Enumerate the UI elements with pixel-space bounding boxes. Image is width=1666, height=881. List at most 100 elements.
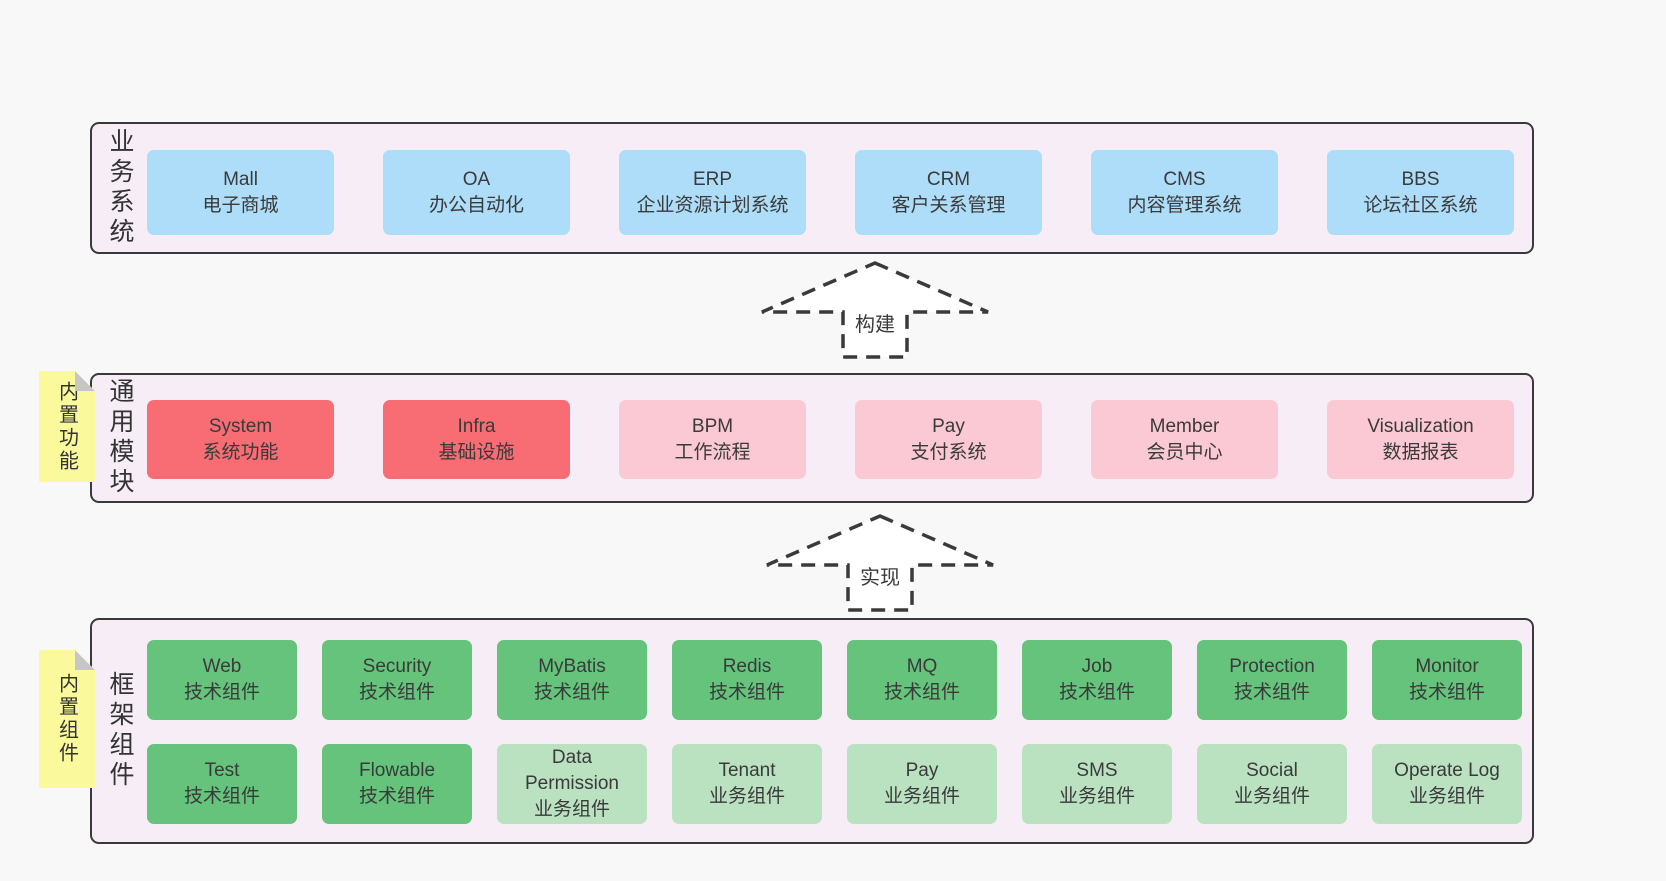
node-title: Infra xyxy=(457,415,496,437)
node-title: System xyxy=(208,415,273,437)
node-subtitle: 业务组件 xyxy=(708,786,785,807)
node-subtitle: 工作流程 xyxy=(674,441,751,463)
node-subtitle: 电子商城 xyxy=(202,194,279,216)
node-title: Test xyxy=(204,760,240,781)
node-subtitle: 技术组件 xyxy=(1408,682,1485,703)
diagram-node-visualization: Visualization 数据报表 xyxy=(1327,400,1514,479)
diagram-node-flowable: Flowable 技术组件 xyxy=(322,744,472,824)
diagram-node-security: Security 技术组件 xyxy=(322,640,472,720)
node-subtitle: 技术组件 xyxy=(183,682,260,703)
node-title: Data Permission xyxy=(525,747,619,794)
implement-arrow-label: 实现 xyxy=(860,566,900,589)
build-arrow-label: 构建 xyxy=(855,313,895,336)
node-title: Security xyxy=(362,656,432,677)
node-subtitle: 技术组件 xyxy=(533,682,610,703)
diagram-node-social: Social 业务组件 xyxy=(1197,744,1347,824)
node-subtitle: 业务组件 xyxy=(1408,786,1485,807)
node-title: MQ xyxy=(906,656,938,677)
diagram-node-mq: MQ 技术组件 xyxy=(847,640,997,720)
node-title: CRM xyxy=(926,168,971,190)
node-subtitle: 论坛社区系统 xyxy=(1363,194,1478,216)
diagram-node-web: Web 技术组件 xyxy=(147,640,297,720)
diagram-node-infra: Infra 基础设施 xyxy=(383,400,570,479)
node-title: Pay xyxy=(932,415,965,437)
diagram-node-member: Member 会员中心 xyxy=(1091,400,1278,479)
diagram-node-pay: Pay 业务组件 xyxy=(847,744,997,824)
node-subtitle: 技术组件 xyxy=(1058,682,1135,703)
node-subtitle: 数据报表 xyxy=(1382,441,1459,463)
node-title: Flowable xyxy=(358,760,436,781)
node-title: Social xyxy=(1246,760,1298,781)
node-title: Web xyxy=(202,656,242,677)
node-subtitle: 业务组件 xyxy=(1058,786,1135,807)
node-title: CMS xyxy=(1163,168,1206,190)
node-subtitle: 业务组件 xyxy=(533,799,610,820)
sticky-note-built-in-functions: 内置功能 xyxy=(39,371,95,482)
diagram-node-test: Test 技术组件 xyxy=(147,744,297,824)
node-subtitle: 内容管理系统 xyxy=(1127,194,1242,216)
node-title: Member xyxy=(1149,415,1220,437)
node-title: Pay xyxy=(905,760,939,781)
node-subtitle: 业务组件 xyxy=(1233,786,1310,807)
diagram-node-tenant: Tenant 业务组件 xyxy=(672,744,822,824)
sticky-note-built-in-components: 内置组件 xyxy=(39,650,95,788)
band-components-label: 框架组件 xyxy=(106,671,134,791)
node-title: Redis xyxy=(722,656,772,677)
business-systems-row: Mall 电子商城 OA 办公自动化 ERP 企业资源计划系统 CRM 客户关系管理 CMS 内容… xyxy=(147,150,1514,235)
node-subtitle: 技术组件 xyxy=(358,786,435,807)
node-title: MyBatis xyxy=(538,656,606,677)
diagram-node-protection: Protection 技术组件 xyxy=(1197,640,1347,720)
node-title: SMS xyxy=(1076,760,1118,781)
sticky-note-label: 内置功能 xyxy=(55,380,78,473)
diagram-node-redis: Redis 技术组件 xyxy=(672,640,822,720)
node-subtitle: 客户关系管理 xyxy=(891,194,1006,216)
diagram-node-monitor: Monitor 技术组件 xyxy=(1372,640,1522,720)
node-subtitle: 支付系统 xyxy=(910,441,987,463)
diagram-node-operate-log: Operate Log 业务组件 xyxy=(1372,744,1522,824)
node-title: ERP xyxy=(692,168,733,190)
diagram-node-mybatis: MyBatis 技术组件 xyxy=(497,640,647,720)
diagram-node-cms: CMS 内容管理系统 xyxy=(1091,150,1278,235)
diagram-node-pay: Pay 支付系统 xyxy=(855,400,1042,479)
node-title: Tenant xyxy=(718,760,776,781)
build-arrow-icon: 构建 xyxy=(761,261,989,359)
node-subtitle: 技术组件 xyxy=(708,682,785,703)
node-title: Operate Log xyxy=(1394,760,1500,781)
diagram-node-crm: CRM 客户关系管理 xyxy=(855,150,1042,235)
sticky-note-label: 内置组件 xyxy=(55,673,78,765)
node-subtitle: 技术组件 xyxy=(183,786,260,807)
node-title: Protection xyxy=(1229,656,1315,677)
diagram-node-erp: ERP 企业资源计划系统 xyxy=(619,150,806,235)
diagram-node-bbs: BBS 论坛社区系统 xyxy=(1327,150,1514,235)
diagram-node-sms: SMS 业务组件 xyxy=(1022,744,1172,824)
node-title: Job xyxy=(1081,656,1113,677)
node-subtitle: 技术组件 xyxy=(1233,682,1310,703)
node-subtitle: 办公自动化 xyxy=(428,194,524,216)
diagram-node-mall: Mall 电子商城 xyxy=(147,150,334,235)
node-subtitle: 企业资源计划系统 xyxy=(636,194,789,216)
node-subtitle: 基础设施 xyxy=(438,441,515,463)
diagram-node-oa: OA 办公自动化 xyxy=(383,150,570,235)
node-subtitle: 会员中心 xyxy=(1146,441,1223,463)
node-subtitle: 业务组件 xyxy=(883,786,960,807)
diagram-node-data-permission: Data Permission 业务组件 xyxy=(497,744,647,824)
node-title: Monitor xyxy=(1415,656,1479,677)
node-title: Visualization xyxy=(1367,415,1474,437)
band-business-label: 业务系统 xyxy=(106,128,134,248)
node-title: BBS xyxy=(1401,168,1440,190)
diagram-node-job: Job 技术组件 xyxy=(1022,640,1172,720)
band-business-systems: 业务系统 Mall 电子商城 OA 办公自动化 ERP 企业资源计划系统 CRM 客户关系管理… xyxy=(90,122,1534,254)
node-title: Mall xyxy=(223,168,258,190)
node-title: OA xyxy=(462,168,491,190)
band-modules-label: 通用模块 xyxy=(106,378,134,498)
node-subtitle: 技术组件 xyxy=(883,682,960,703)
node-subtitle: 技术组件 xyxy=(358,682,435,703)
